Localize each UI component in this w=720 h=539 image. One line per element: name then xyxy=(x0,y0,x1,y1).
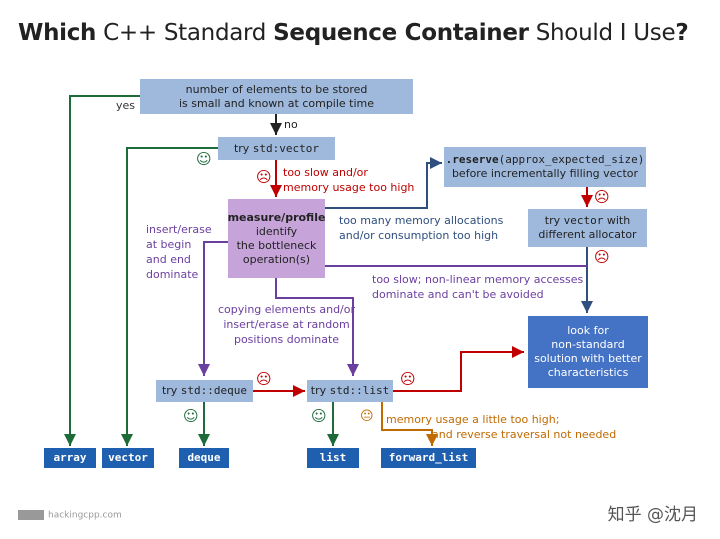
sad-face-icon: ☹ xyxy=(256,168,272,186)
label-yes: yes xyxy=(116,99,136,112)
happy-face-icon: ☺ xyxy=(196,150,212,168)
output-deque: deque xyxy=(179,448,229,468)
output-vector: vector xyxy=(102,448,154,468)
label-memory-little-high: memory usage a little too high;and rever… xyxy=(386,413,617,441)
page-title: Which C++ Standard Sequence Container Sh… xyxy=(18,20,689,46)
output-list: list xyxy=(307,448,359,468)
box-look-for-nonstandard: look for non-standard solution with bett… xyxy=(528,316,648,388)
box-try-vector-allocator: try vector with different allocator xyxy=(528,209,647,247)
edge-to-reserve xyxy=(325,157,442,209)
watermark: 知乎 @沈月 xyxy=(607,505,698,525)
box-try-std-vector: try std:vector xyxy=(218,137,335,160)
hackingcpp-logo-icon xyxy=(18,510,44,520)
output-forward-list: forward_list xyxy=(381,448,476,468)
edge-to-deque xyxy=(198,241,228,376)
edge-list-to-nonstandard xyxy=(393,346,524,392)
sad-face-icon: ☹ xyxy=(400,370,416,388)
box-try-std-list: try std::list xyxy=(307,380,393,402)
box-reserve: .reserve(approx_expected_size) before in… xyxy=(444,147,646,187)
footer-site: hackingcpp.com xyxy=(18,510,122,521)
box-measure-profile: measure/profile identify the bottleneck … xyxy=(228,199,325,278)
sad-face-icon: ☹ xyxy=(594,188,610,206)
label-no: no xyxy=(284,118,298,131)
sad-face-icon: ☹ xyxy=(594,248,610,266)
box-try-std-deque: try std::deque xyxy=(156,380,253,402)
edge-to-list xyxy=(275,278,359,376)
edge-yes-array xyxy=(64,95,140,446)
happy-face-icon: ☺ xyxy=(311,407,327,425)
output-array: array xyxy=(44,448,96,468)
neutral-face-icon: 😐 xyxy=(360,409,374,424)
sad-face-icon: ☹ xyxy=(256,370,272,388)
edge-vector-ok xyxy=(121,147,218,446)
edge-to-forward-list xyxy=(381,402,438,446)
box-small-known-size: number of elements to be stored is small… xyxy=(140,79,413,114)
happy-face-icon: ☺ xyxy=(183,407,199,425)
